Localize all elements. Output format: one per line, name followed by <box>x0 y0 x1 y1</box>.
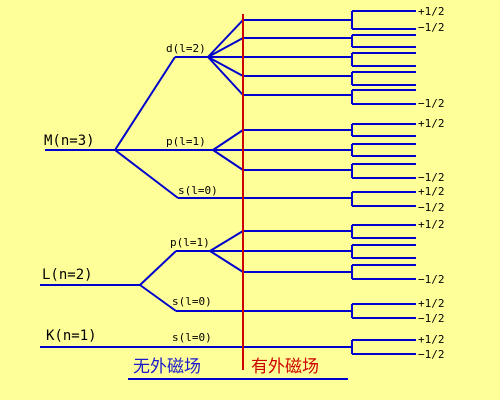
subshell-label-M-p: p(l=1) <box>166 135 206 148</box>
spin-label-minus: −1/2 <box>418 21 445 34</box>
spin-label-plus: +1/2 <box>418 218 445 231</box>
level-lines <box>40 10 416 380</box>
M-p-spin-split <box>351 123 416 179</box>
spin-label-plus: +1/2 <box>418 185 445 198</box>
L-p-magnetic-lines <box>243 230 352 273</box>
K-s-spin-split <box>351 339 416 355</box>
caption-with-field: 有外磁场 <box>251 357 319 377</box>
spin-label-plus: +1/2 <box>418 297 445 310</box>
M-d-magnetic-lines <box>243 19 352 96</box>
L-p-spin-split <box>351 224 416 280</box>
spin-label-plus: +1/2 <box>418 117 445 130</box>
M-to-s-connector <box>114 149 179 199</box>
level-label-M: M(n=3) <box>44 133 95 149</box>
subshell-label-K-s: s(l=0) <box>172 331 212 344</box>
subshell-label-L-s: s(l=0) <box>172 295 212 308</box>
level-label-L: L(n=2) <box>42 267 93 283</box>
M-p-magnetic-lines <box>243 129 352 171</box>
subshell-label-M-d: d(l=2) <box>166 42 206 55</box>
spin-label-minus: −1/2 <box>418 201 445 214</box>
spin-label-minus: −1/2 <box>418 273 445 286</box>
spin-label-plus: +1/2 <box>418 333 445 346</box>
L-to-p-connector <box>139 250 177 286</box>
M-to-d-connector <box>114 56 176 151</box>
M-d-split-connectors <box>207 19 244 96</box>
M-d-spin-split <box>351 10 416 105</box>
spin-label-minus: −1/2 <box>418 348 445 361</box>
M-p-split-connectors <box>212 129 244 171</box>
subshell-label-L-p: p(l=1) <box>170 236 210 249</box>
spin-label-minus: −1/2 <box>418 312 445 325</box>
spin-labels: +1/2 −1/2 −1/2 +1/2 −1/2 +1/2 −1/2 +1/2 … <box>418 5 445 361</box>
L-to-s-connector <box>139 284 177 312</box>
spin-label-minus: −1/2 <box>418 97 445 110</box>
caption-no-field: 无外磁场 <box>133 357 201 377</box>
M-s-spin-split <box>351 191 416 207</box>
level-label-K: K(n=1) <box>46 328 97 344</box>
subshell-label-M-s: s(l=0) <box>178 184 218 197</box>
spin-label-minus: −1/2 <box>418 171 445 184</box>
L-s-spin-split <box>351 303 416 319</box>
L-p-split-connectors <box>209 230 244 273</box>
spin-label-plus: +1/2 <box>418 5 445 18</box>
